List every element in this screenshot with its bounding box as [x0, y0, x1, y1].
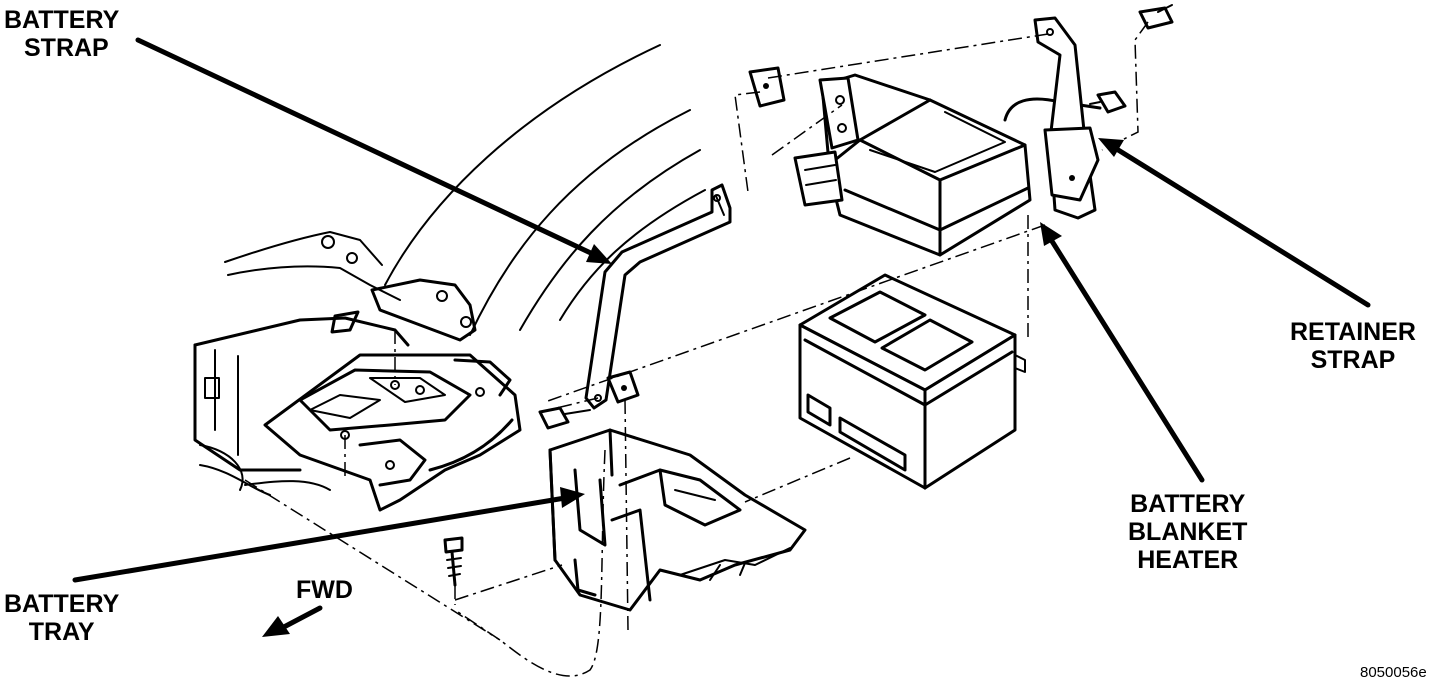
fender-panel [224, 44, 706, 342]
leader-retainer-strap [1112, 145, 1371, 308]
battery-strap-part [584, 183, 732, 410]
arrow-battery-blanket-heater [1040, 222, 1062, 246]
label-retainer-strap-line2: STRAP [1310, 346, 1396, 374]
label-battery-blanket-heater-line1: BATTERY [1130, 490, 1246, 518]
frame-rail [193, 310, 410, 496]
label-battery-blanket-heater-line2: BLANKET [1128, 518, 1248, 546]
label-battery-strap: BATTERY STRAP [4, 6, 119, 62]
arrow-battery-strap [586, 244, 612, 264]
figure-number: 8050056e [1360, 664, 1427, 681]
leader-battery-blanket-heater [1047, 235, 1205, 483]
label-fwd-text: FWD [296, 576, 353, 604]
arrow-battery-tray [560, 487, 585, 508]
assembly-lines [244, 21, 1149, 677]
battery-blanket-heater-part [793, 73, 1102, 257]
label-battery-tray-line2: TRAY [28, 618, 95, 646]
leader-battery-tray [72, 495, 568, 583]
retainer-strap-part [1033, 16, 1100, 220]
label-battery-blanket-heater: BATTERY BLANKET HEATER [1128, 490, 1247, 574]
label-battery-tray-line1: BATTERY [4, 590, 120, 618]
label-battery-strap-line1: BATTERY [4, 6, 120, 34]
battery-part [798, 273, 1026, 490]
label-battery-tray: BATTERY TRAY [4, 590, 119, 646]
label-retainer-strap-line1: RETAINER [1290, 318, 1416, 346]
tray-support-bracket [263, 353, 522, 512]
battery-tray-part [548, 428, 807, 612]
fwd-arrow-icon [262, 616, 290, 637]
label-fwd: FWD [296, 576, 353, 604]
label-battery-blanket-heater-line3: HEATER [1137, 546, 1239, 574]
label-retainer-strap: RETAINER STRAP [1290, 318, 1416, 374]
callout-leaders [72, 37, 1371, 637]
label-battery-strap-line2: STRAP [24, 34, 109, 62]
leader-fwd [279, 605, 323, 631]
leader-battery-strap [135, 37, 598, 258]
arrow-retainer-strap [1098, 138, 1124, 157]
